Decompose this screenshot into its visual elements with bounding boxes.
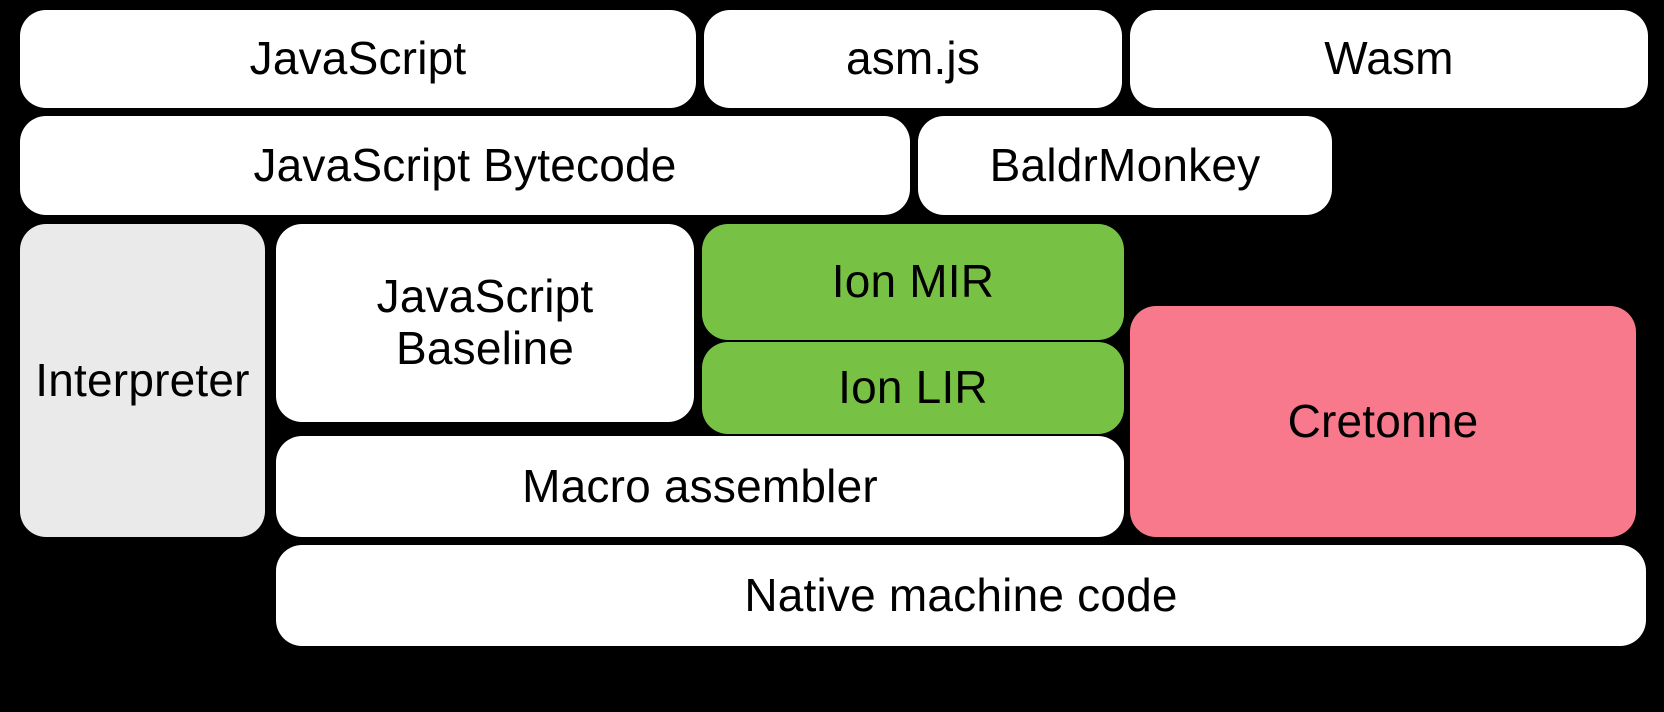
node-native-machine-code: Native machine code	[276, 545, 1646, 646]
node-baldrmonkey: BaldrMonkey	[918, 116, 1332, 215]
node-interpreter: Interpreter	[20, 224, 265, 537]
node-javascript-bytecode: JavaScript Bytecode	[20, 116, 910, 215]
node-cretonne: Cretonne	[1130, 306, 1636, 537]
node-macro-assembler: Macro assembler	[276, 436, 1124, 537]
node-asmjs: asm.js	[704, 10, 1122, 108]
node-javascript: JavaScript	[20, 10, 696, 108]
node-ion-mir: Ion MIR	[702, 224, 1124, 340]
node-wasm: Wasm	[1130, 10, 1648, 108]
node-javascript-baseline: JavaScript Baseline	[276, 224, 694, 422]
node-ion-lir: Ion LIR	[702, 342, 1124, 434]
